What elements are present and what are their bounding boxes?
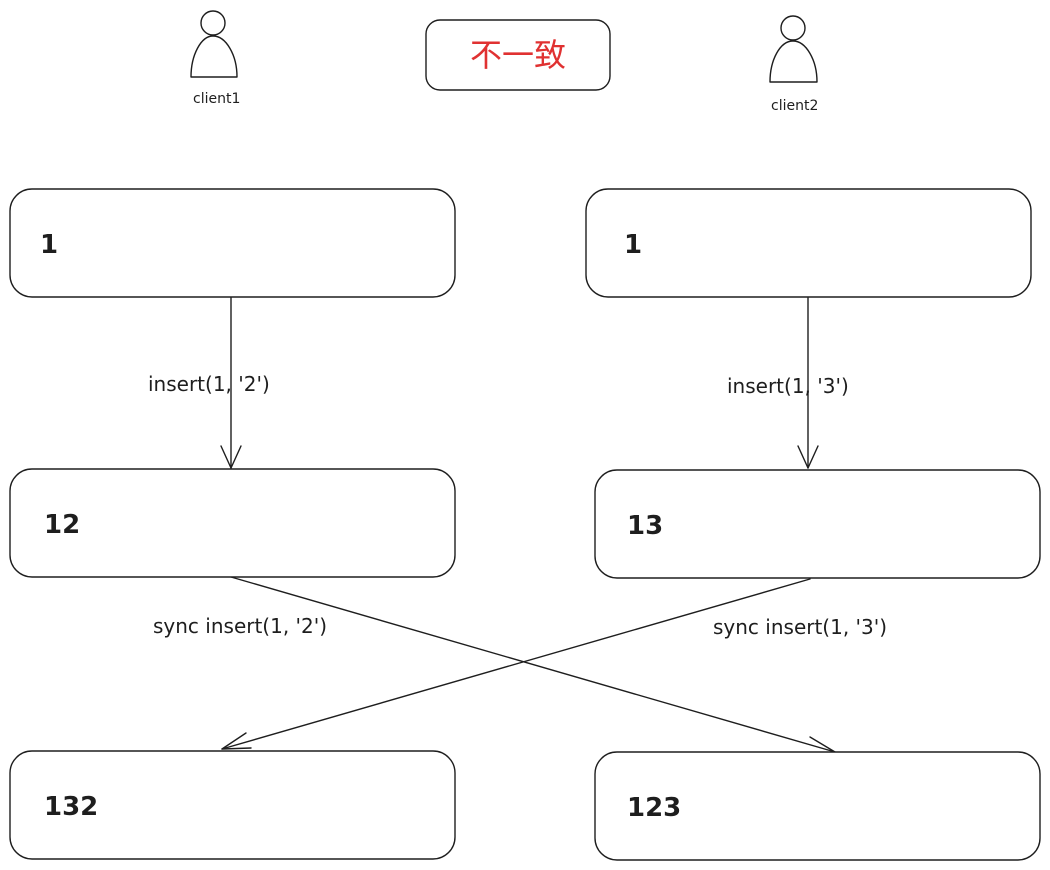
title-box: 不一致 (425, 19, 611, 91)
c1-local-op-label: insert(1, '2') (148, 372, 270, 396)
c1-after-local-state-box: 12 (9, 468, 456, 578)
c2-initial-state-text: 1 (624, 230, 642, 260)
c1-local-arrow (220, 296, 242, 469)
client2-person-icon (769, 15, 818, 83)
client1-person-icon (190, 10, 238, 78)
c1-final-state-text: 132 (44, 792, 98, 822)
c2-after-local-state-box: 13 (594, 469, 1041, 579)
c2-after-local-state-text: 13 (627, 511, 663, 541)
sync-c1-label: sync insert(1, '2') (153, 614, 327, 638)
c1-after-local-state-text: 12 (44, 510, 80, 540)
c2-local-op-label: insert(1, '3') (727, 374, 849, 398)
c2-local-arrow (797, 297, 819, 469)
sync-c2-label: sync insert(1, '3') (713, 615, 887, 639)
c1-initial-state-text: 1 (40, 230, 58, 260)
c1-final-state-box: 132 (9, 750, 456, 860)
c2-final-state-box: 123 (594, 751, 1041, 861)
c1-initial-state-box: 1 (9, 188, 456, 298)
client1-label: client1 (193, 91, 240, 107)
sync-c2-to-c1-arrow (221, 578, 811, 750)
c2-final-state-text: 123 (627, 793, 681, 823)
title-text: 不一致 (470, 36, 566, 74)
client2-label: client2 (771, 98, 818, 114)
sync-c1-to-c2-arrow (230, 576, 836, 755)
c2-initial-state-box: 1 (585, 188, 1032, 298)
connectors (220, 296, 836, 755)
